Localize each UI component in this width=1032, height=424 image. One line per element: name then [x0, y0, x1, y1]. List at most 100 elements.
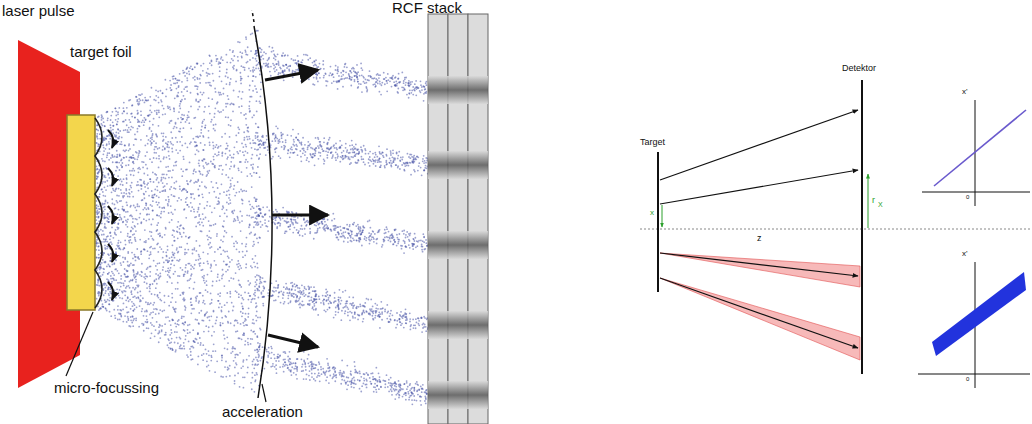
proton [184, 142, 186, 144]
proton [163, 262, 165, 264]
proton [235, 192, 237, 194]
proton [186, 90, 188, 92]
proton [183, 114, 185, 116]
proton [124, 268, 126, 270]
proton [189, 143, 191, 145]
proton [158, 158, 160, 160]
proton [248, 292, 250, 294]
proton [186, 119, 188, 121]
proton [245, 144, 247, 146]
proton [102, 303, 104, 305]
proton [235, 319, 237, 321]
proton [126, 156, 128, 158]
proton [104, 299, 106, 301]
proton [234, 383, 236, 385]
proton [167, 106, 169, 108]
proton [200, 142, 202, 144]
proton [158, 341, 160, 343]
proton [190, 141, 192, 143]
proton [221, 155, 223, 157]
proton [192, 77, 194, 79]
proton [235, 135, 237, 137]
proton [172, 169, 174, 171]
proton [98, 257, 100, 259]
proton [151, 231, 153, 233]
proton [209, 142, 211, 144]
proton [132, 218, 134, 220]
proton [118, 136, 120, 138]
proton [187, 280, 189, 282]
proton [256, 111, 258, 113]
proton [229, 194, 231, 196]
proton [195, 259, 197, 261]
proton [195, 136, 197, 138]
proton [165, 270, 167, 272]
proton [218, 92, 220, 94]
proton [249, 138, 251, 140]
proton [190, 354, 192, 356]
proton [196, 295, 198, 297]
proton [147, 187, 149, 189]
proton [168, 147, 170, 149]
proton [149, 96, 151, 98]
proton [199, 82, 201, 84]
proton [105, 148, 107, 150]
proton [107, 299, 109, 301]
proton [179, 107, 181, 109]
proton [245, 159, 247, 161]
proton [172, 259, 174, 261]
proton [164, 148, 166, 150]
proton [233, 153, 235, 155]
proton [142, 209, 144, 211]
proton [225, 75, 227, 77]
proton [250, 330, 252, 332]
proton [239, 72, 241, 74]
proton [104, 186, 106, 188]
proton [130, 308, 132, 310]
proton [121, 282, 123, 284]
proton [229, 168, 231, 170]
proton [123, 303, 125, 305]
proton [101, 117, 103, 119]
proton [194, 153, 196, 155]
proton [252, 67, 254, 69]
proton [244, 161, 246, 163]
proton [174, 126, 176, 128]
proton [100, 123, 102, 125]
proton [168, 305, 170, 307]
proton [193, 211, 195, 213]
proton [139, 179, 141, 181]
proton [153, 157, 155, 159]
proton [127, 219, 129, 221]
proton [225, 376, 227, 378]
proton [161, 211, 163, 213]
proton [205, 289, 207, 291]
proton [159, 246, 161, 248]
proton [191, 308, 193, 310]
proton [182, 269, 184, 271]
proton [174, 310, 176, 312]
proton [192, 329, 194, 331]
proton [246, 324, 248, 326]
proton [153, 149, 155, 151]
proton [208, 130, 210, 132]
proton [217, 187, 219, 189]
proton [194, 79, 196, 81]
proton [134, 289, 136, 291]
proton [214, 371, 216, 373]
proton [106, 310, 108, 312]
proton [150, 224, 152, 226]
proton [247, 316, 249, 318]
proton [227, 342, 229, 344]
proton [183, 291, 185, 293]
proton [129, 236, 131, 238]
proton [98, 267, 100, 269]
proton [230, 161, 232, 163]
proton [166, 146, 168, 148]
proton [201, 221, 203, 223]
proton [126, 312, 128, 314]
proton [149, 231, 151, 233]
proton [223, 334, 225, 336]
proton [114, 222, 116, 224]
